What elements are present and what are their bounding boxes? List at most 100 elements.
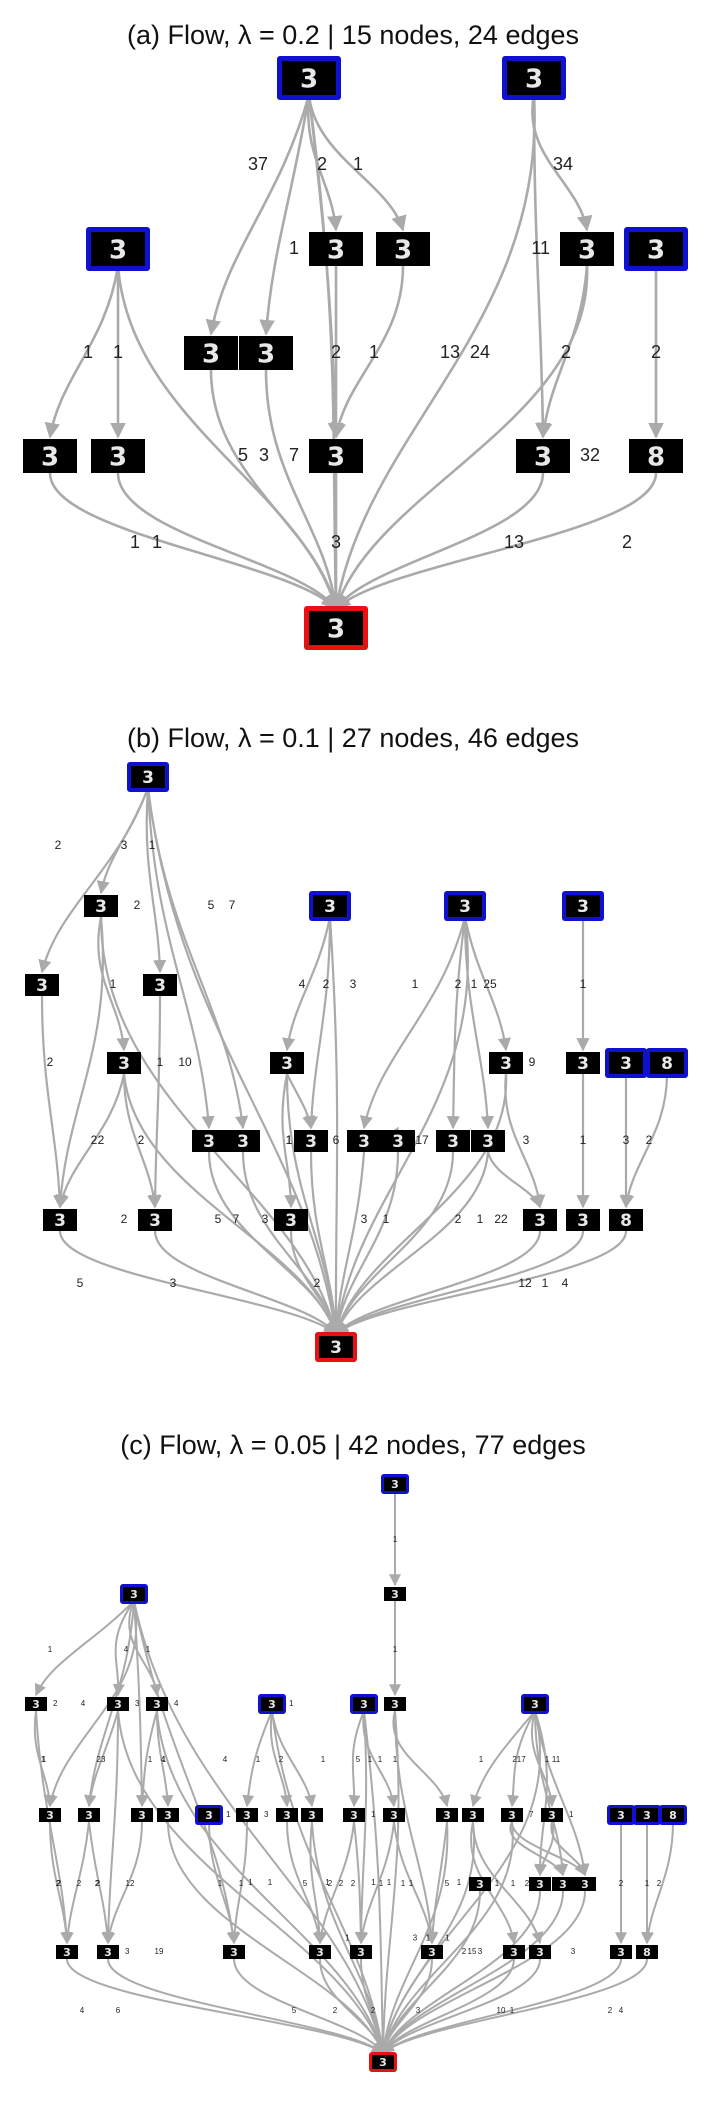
digit-node-target: 3 [304, 606, 368, 650]
digit-image [192, 1130, 226, 1152]
edge-label: 9 [529, 1055, 536, 1069]
digit-glyph: 3 [643, 1809, 651, 1822]
digit-glyph: 3 [327, 235, 345, 265]
edge-arrow [271, 1710, 388, 2055]
edge-label: 3 [361, 1212, 368, 1226]
digit-image [131, 1808, 153, 1822]
edge-arrow [228, 1821, 248, 1945]
digit-glyph: 3 [95, 897, 107, 917]
digit-image [566, 1052, 600, 1074]
digit-node-intermediate: 3 [39, 1808, 61, 1822]
digit-image [507, 61, 561, 95]
digit-glyph: 3 [308, 1809, 316, 1822]
digit-node-source: 3 [444, 891, 486, 921]
edge-arrow [304, 916, 332, 1130]
edge-arrow [362, 1710, 399, 1808]
node-side-label: 1 [289, 238, 299, 258]
digit-image [131, 766, 165, 788]
digit-image [143, 974, 177, 996]
digit-image [138, 1209, 172, 1231]
digit-glyph: 3 [142, 768, 154, 788]
digit-glyph: 3 [469, 1809, 477, 1822]
digit-node-intermediate: 3 [56, 1945, 78, 1959]
edge-label: 10 [497, 2006, 506, 2015]
digit-node-intermediate: 3 [25, 974, 59, 996]
edge-label: 5 [238, 445, 248, 465]
digit-glyph: 3 [617, 1946, 625, 1959]
digit-image [372, 2055, 394, 2069]
edge-label: 1 [239, 1879, 244, 1888]
edge-label: 1 [113, 342, 123, 362]
edge-label: 2 [333, 2006, 338, 2015]
digit-glyph: 3 [46, 1809, 54, 1822]
edge-arrow [44, 265, 120, 439]
panel-title: (c) Flow, λ = 0.05 | 42 nodes, 77 edges [120, 1430, 586, 1460]
digit-image [560, 232, 614, 266]
edge-label: 13 [504, 532, 524, 552]
edge-arrow [363, 1710, 389, 2055]
edge-layer [44, 94, 664, 611]
digit-node-intermediate: 3 [501, 1808, 523, 1822]
edge-arrow [133, 1600, 239, 1945]
edge-label: 1 [130, 532, 140, 552]
edge-label: 1 [393, 1645, 398, 1654]
digit-node-intermediate: 3 [381, 1130, 415, 1152]
edge-arrow [282, 916, 332, 1052]
edge-label: 10 [178, 1055, 192, 1069]
edge-label: 3 [523, 1133, 530, 1147]
edge-label: 3 [121, 838, 128, 852]
digit-node-source: 3 [633, 1805, 661, 1825]
digit-image [91, 232, 145, 266]
digit-image [609, 1052, 643, 1074]
edge-label: 1 [148, 1755, 153, 1764]
digit-image [436, 1130, 470, 1152]
digit-image [309, 611, 363, 645]
digit-glyph: 3 [230, 1946, 238, 1959]
edge-arrow [359, 916, 467, 1130]
digit-image [383, 1808, 405, 1822]
digit-image [501, 1808, 523, 1822]
edge-label: 37 [248, 154, 268, 174]
edge-label: 5 [445, 1879, 450, 1888]
digit-image [448, 895, 482, 917]
digit-image [529, 1877, 551, 1891]
digit-glyph: 3 [283, 1809, 291, 1822]
digit-image [157, 1808, 179, 1822]
digit-node-source: 3 [607, 1805, 635, 1825]
edge-label: 1 [510, 2006, 515, 2015]
digit-image [524, 1697, 546, 1711]
digit-glyph: 3 [577, 897, 589, 917]
edge-arrow [378, 1821, 449, 2055]
digit-node-intermediate: 3 [192, 1130, 226, 1152]
edge-label: 2 [314, 1276, 321, 1290]
digit-node-intermediate: 3 [84, 895, 118, 917]
digit-node-intermediate: 3 [560, 232, 614, 266]
edge-arrow [530, 1710, 558, 1808]
digit-node-source: 3 [624, 227, 688, 271]
digit-node-intermediate: 3 [184, 336, 238, 370]
digit-node-intermediate: 3 [146, 1697, 168, 1711]
edge-label: 5 [77, 1276, 84, 1290]
digit-node-intermediate: 3 [23, 439, 77, 473]
digit-glyph: 8 [647, 442, 665, 472]
digit-glyph: 3 [268, 1698, 276, 1711]
digit-image [350, 1945, 372, 1959]
edge-arrow [84, 1710, 119, 1808]
edge-label: 2 [657, 1879, 662, 1888]
edge-label: 1 [368, 1755, 373, 1764]
edge-label: 1 [146, 1645, 151, 1654]
digit-node-intermediate: 3 [301, 1808, 323, 1822]
digit-image [436, 1808, 458, 1822]
edge-arrow [102, 1710, 119, 1945]
edge-label: 1 [379, 1879, 384, 1888]
edge-arrow [145, 787, 167, 974]
edge-layer [38, 787, 669, 1336]
edge-arrow [103, 1821, 143, 1945]
edge-label: 2 [371, 2006, 376, 2015]
edge-label: 22 [494, 1212, 508, 1226]
digit-image [343, 1808, 365, 1822]
digit-glyph: 3 [559, 1878, 567, 1891]
edge-label: 2 [646, 1133, 653, 1147]
edge-label: 5 [292, 2006, 297, 2015]
edge-label: 1 [495, 1879, 500, 1888]
